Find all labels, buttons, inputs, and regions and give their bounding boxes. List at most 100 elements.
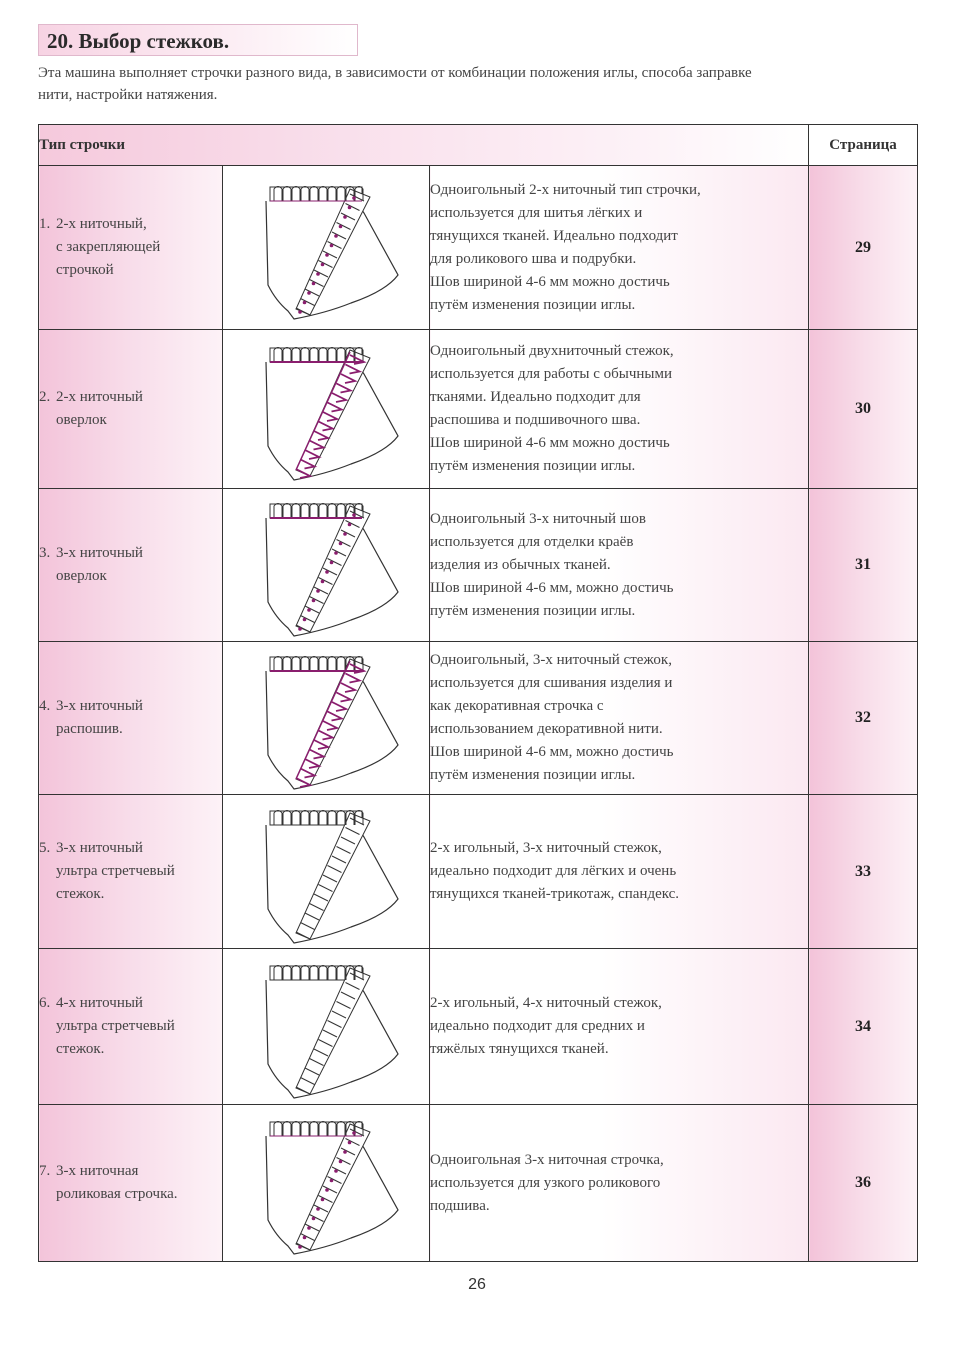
top-stitch-loop	[291, 964, 301, 980]
purple-thread-dot	[302, 1235, 307, 1240]
column-header-page: Страница	[808, 124, 919, 166]
top-stitch-loop	[354, 656, 364, 671]
diagonal-stitch-rung	[322, 1029, 338, 1037]
diagonal-stitch-rung	[327, 240, 342, 249]
purple-thread-dot	[329, 560, 334, 565]
diagonal-stitch-rung	[309, 1057, 324, 1066]
purple-thread-dot	[325, 570, 329, 574]
purple-thread-loop	[340, 682, 358, 693]
diagonal-stitch-rung	[336, 1000, 351, 1009]
description-line: Шов шириной 4-6 мм можно достичь	[430, 273, 670, 290]
diagonal-stitch-rung	[295, 1242, 311, 1251]
stitch-name-first-line: 2.2-х ниточный	[39, 389, 143, 405]
stitch-table: Тип строчки Страница 1.2-х ниточный,с за…	[37, 124, 919, 1262]
diagonal-stitch-rung	[313, 1204, 329, 1213]
top-stitch-loop	[336, 964, 346, 980]
stitch-illustration-cell	[222, 794, 430, 949]
stitch-name-text: 3-х ниточная	[56, 1163, 139, 1179]
page-reference: 29	[808, 165, 919, 330]
purple-thread-loop	[309, 439, 327, 451]
diagonal-stitch-rung	[340, 1147, 356, 1156]
description-line: использованием декоративной нити.	[430, 721, 663, 737]
stitch-number: 7.	[39, 1163, 51, 1179]
diagonal-seam-band	[295, 658, 371, 786]
top-stitch-loop	[300, 809, 310, 825]
diagonal-stitch-rung	[327, 864, 342, 873]
diagonal-stitch-rung	[318, 1038, 333, 1047]
stitch-description-cell: 2-х игольный, 4-х ниточный стежок,идеаль…	[428, 948, 810, 1105]
purple-thread-loop	[322, 720, 340, 731]
diagonal-stitch-rung	[349, 1128, 365, 1137]
purple-thread-dot	[316, 589, 320, 593]
stitch-name-first-line: 6.4-х ниточный	[39, 995, 143, 1011]
stitch-illustration-cell	[222, 329, 430, 489]
purple-thread-dot	[311, 598, 316, 603]
top-stitch-loop	[273, 503, 283, 518]
purple-thread-dot	[343, 214, 347, 219]
purple-thread-loop	[345, 363, 363, 375]
top-stitch-loop	[309, 656, 319, 671]
stitch-number: 5.	[39, 840, 51, 856]
top-stitch-loop	[354, 964, 364, 980]
purple-thread-loop	[309, 748, 327, 760]
top-stitch-loop	[300, 347, 310, 362]
purple-thread-loop	[318, 729, 336, 741]
stitch-name-line: распошив.	[56, 721, 123, 737]
description-line: для роликового шва и подрубки.	[430, 250, 637, 267]
description-line: изделия из обычных тканей.	[430, 556, 611, 573]
top-stitch-loop	[318, 964, 328, 980]
diagonal-stitch-rung	[295, 307, 311, 315]
stitch-name-text: 2-х ниточный,	[56, 216, 147, 232]
diagonal-stitch-rung	[318, 259, 333, 268]
top-stitch-loop	[300, 964, 310, 980]
top-stitch-loop	[300, 1121, 310, 1136]
purple-thread-dot	[298, 1245, 302, 1249]
purple-thread-dot	[347, 1140, 352, 1145]
diagonal-stitch-rung	[300, 921, 315, 930]
top-stitch-loop	[291, 656, 301, 671]
diagonal-stitch-rung	[340, 991, 356, 999]
stitch-name-text: 3-х ниточный	[56, 698, 143, 714]
description-line: идеально подходит для лёгких и очень	[430, 863, 677, 879]
diagonal-stitch-rung	[304, 605, 320, 614]
diagonal-stitch-rung	[313, 586, 329, 595]
diagonal-stitch-rung	[331, 1166, 347, 1175]
purple-thread-dot	[334, 551, 338, 555]
purple-thread-loop	[336, 382, 354, 394]
description-line: Шов шириной 4-6 мм, можно достичь	[430, 744, 674, 760]
purple-thread-dot	[347, 205, 352, 209]
top-stitch-loop	[318, 656, 328, 671]
top-stitch-loop	[336, 185, 346, 201]
purple-thread-dot	[320, 579, 325, 584]
description-line: подшива.	[430, 1197, 490, 1214]
purple-thread-dot	[311, 281, 316, 285]
purple-thread-dot	[298, 627, 302, 631]
two-thread-flatlock-stitch-icon	[265, 185, 399, 320]
top-stitch-loop	[327, 185, 337, 201]
top-stitch-loop	[345, 503, 355, 518]
description-line: используется для шитья лёгких и	[430, 204, 643, 221]
purple-thread-loop	[331, 392, 349, 403]
top-stitch-loop	[327, 503, 337, 518]
purple-thread-diagonal	[295, 660, 351, 780]
description-line: Одноигольный 3-х ниточный шов	[430, 510, 646, 527]
top-stitch-loop	[282, 185, 292, 201]
stitch-name-line: ультра стретчевый	[56, 863, 175, 879]
description-line: идеально подходит для средних и	[430, 1018, 645, 1034]
fabric-outline	[265, 670, 399, 790]
diagonal-stitch-rung	[336, 1157, 351, 1165]
description-line: используется для отделки краёв	[430, 533, 634, 550]
diagonal-stitch-rung	[349, 193, 365, 201]
stitch-description-cell: Одноигольный 2-х ниточный тип строчки,ис…	[428, 165, 810, 330]
top-stitch-loop	[345, 347, 355, 362]
diagonal-stitch-rung	[295, 624, 311, 633]
stitch-number: 2.	[39, 389, 51, 405]
diagonal-stitch-rung	[300, 1076, 315, 1085]
purple-thread-dot	[352, 513, 356, 517]
top-stitch-loop	[336, 656, 346, 671]
top-stitch-loop	[309, 185, 319, 201]
